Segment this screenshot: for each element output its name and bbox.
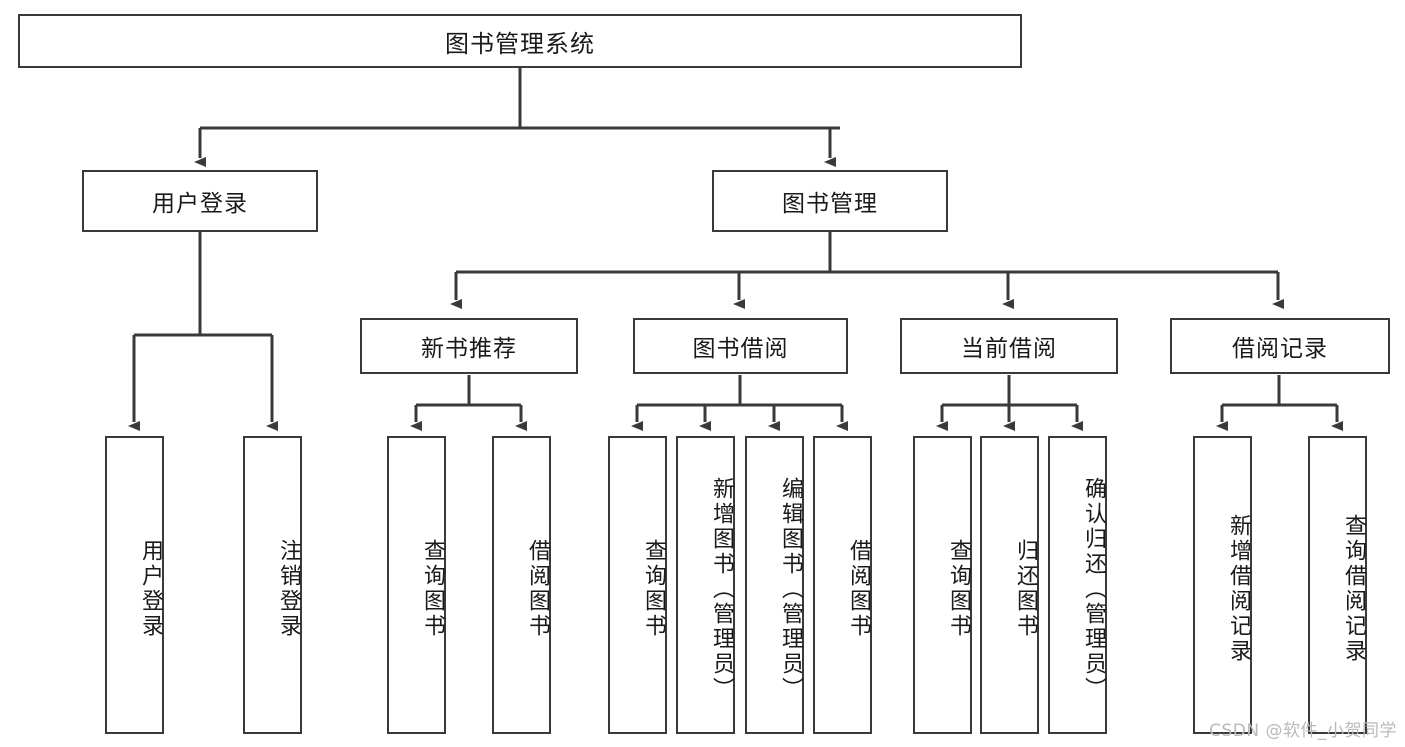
node-current-borrow[interactable]: 当前借阅 [900, 318, 1118, 374]
leaf-borrow-book-recommend[interactable]: 借阅图书 [492, 436, 551, 734]
node-label: 查询图书 [420, 539, 445, 639]
node-label: 查询图书 [641, 539, 666, 639]
leaf-user-login[interactable]: 用户登录 [105, 436, 164, 734]
node-user-login[interactable]: 用户登录 [82, 170, 318, 232]
leaf-add-borrow-record[interactable]: 新增借阅记录 [1193, 436, 1252, 734]
node-label: 图书借阅 [692, 336, 789, 362]
node-borrow-records[interactable]: 借阅记录 [1170, 318, 1390, 374]
leaf-query-borrow-record[interactable]: 查询借阅记录 [1308, 436, 1367, 734]
node-label: 注销登录 [276, 539, 301, 639]
node-label: 用户登录 [152, 191, 248, 217]
leaf-edit-book-admin[interactable]: 编辑图书（管理员） [745, 436, 804, 734]
leaf-confirm-return-admin[interactable]: 确认归还（管理员） [1048, 436, 1107, 734]
node-new-book-recommend[interactable]: 新书推荐 [360, 318, 578, 374]
node-label: 当前借阅 [961, 336, 1057, 362]
node-root-system[interactable]: 图书管理系统 [18, 14, 1022, 68]
leaf-query-book-recommend[interactable]: 查询图书 [387, 436, 446, 734]
node-label: 图书管理系统 [445, 29, 595, 58]
node-label: 借阅记录 [1232, 336, 1328, 362]
leaf-query-book-borrow[interactable]: 查询图书 [608, 436, 667, 734]
node-label: 查询借阅记录 [1341, 514, 1366, 664]
node-label: 编辑图书（管理员） [778, 476, 803, 702]
node-label: 图书管理 [782, 191, 878, 217]
node-label: 新增借阅记录 [1226, 514, 1251, 664]
node-label: 新书推荐 [421, 336, 517, 362]
node-label: 借阅图书 [846, 539, 871, 639]
node-label: 确认归还（管理员） [1081, 476, 1106, 702]
node-book-borrow[interactable]: 图书借阅 [633, 318, 848, 374]
node-label: 查询图书 [946, 539, 971, 639]
leaf-logout[interactable]: 注销登录 [243, 436, 302, 734]
node-label: 借阅图书 [525, 539, 550, 639]
leaf-return-book[interactable]: 归还图书 [980, 436, 1039, 734]
leaf-borrow-book[interactable]: 借阅图书 [813, 436, 872, 734]
leaf-query-book-current[interactable]: 查询图书 [913, 436, 972, 734]
node-label: 新增图书（管理员） [709, 476, 734, 702]
leaf-add-book-admin[interactable]: 新增图书（管理员） [676, 436, 735, 734]
csdn-watermark: CSDN @软件_小贺同学 [1209, 721, 1397, 741]
node-label: 归还图书 [1013, 539, 1038, 639]
node-book-management[interactable]: 图书管理 [712, 170, 948, 232]
node-label: 用户登录 [138, 539, 163, 639]
